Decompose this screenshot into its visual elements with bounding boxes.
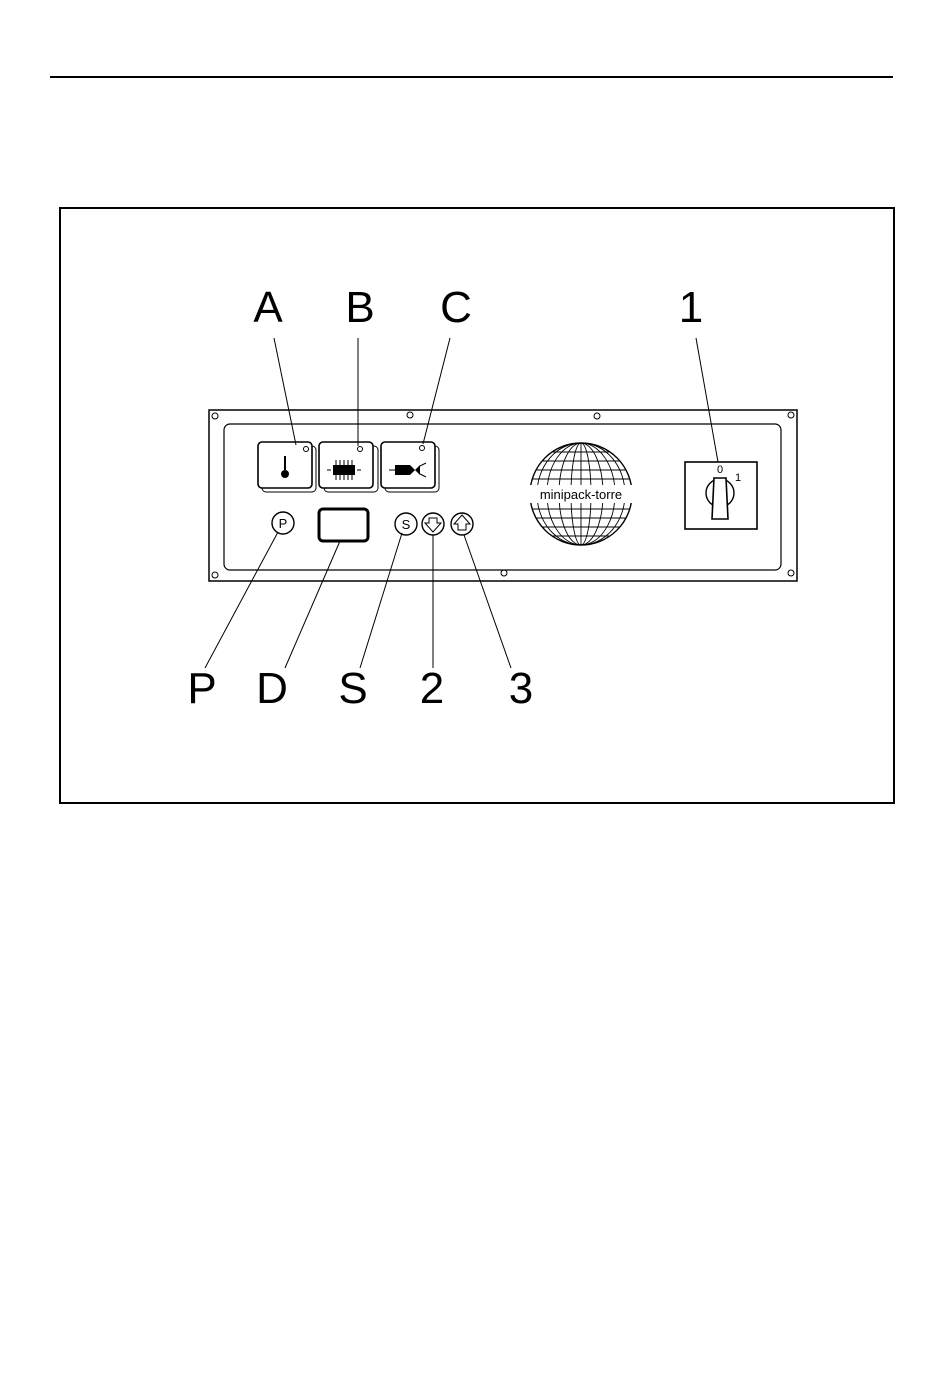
callout-c: C (440, 286, 472, 330)
switch-handle (712, 478, 728, 519)
globe-logo: minipack-torre (525, 443, 637, 545)
callout-2: 2 (420, 667, 444, 711)
callout-1: 1 (679, 286, 703, 330)
callout-s: S (338, 667, 367, 711)
main-switch[interactable]: 0 1 (685, 462, 757, 529)
key-p-program[interactable]: P (272, 512, 294, 534)
key-s-select[interactable]: S (395, 513, 417, 535)
callout-3: 3 (509, 667, 533, 711)
callout-b: B (345, 286, 374, 330)
callout-a: A (253, 286, 282, 330)
key-c-package[interactable] (381, 442, 439, 492)
key-b-sealing[interactable] (319, 442, 378, 492)
key-a-temperature[interactable] (258, 442, 316, 492)
key-down-button[interactable] (422, 513, 444, 535)
switch-on-label: 1 (735, 472, 741, 484)
switch-off-label: 0 (717, 464, 723, 476)
callout-d: D (256, 667, 288, 711)
logo-text: minipack-torre (540, 487, 622, 502)
display-window (319, 509, 368, 541)
key-up-button[interactable] (451, 513, 473, 535)
key-p-label: P (279, 516, 288, 531)
leader-lines (205, 338, 718, 668)
key-s-label: S (402, 517, 411, 532)
callout-p: P (187, 667, 216, 711)
